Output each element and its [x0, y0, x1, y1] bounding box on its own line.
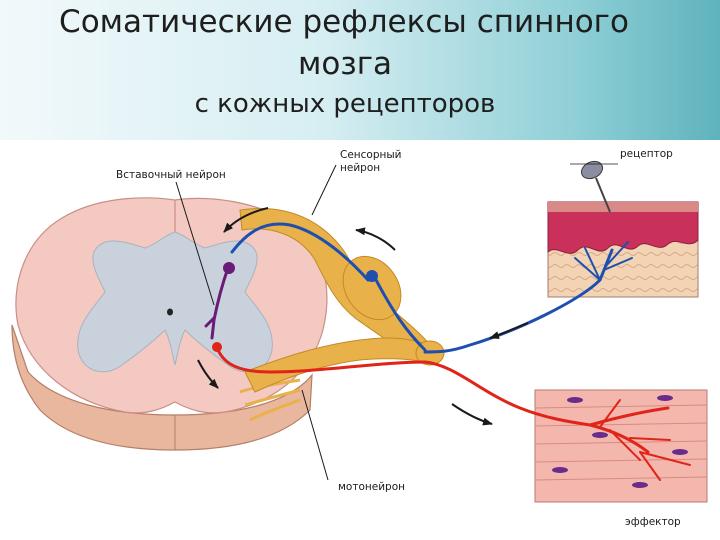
arrow-icon: [223, 207, 269, 233]
skin-epidermis: [547, 201, 699, 254]
spinal-ganglion: [342, 255, 402, 321]
label-receptor: рецептор: [620, 148, 673, 160]
receptor-pin-icon: [580, 160, 604, 180]
slide-subtitle: с кожных рецепторов: [194, 89, 496, 119]
slide-title-line-1: Соматические рефлексы спинного: [59, 4, 629, 40]
leader-line: [311, 164, 337, 216]
leader-line: [175, 181, 215, 306]
label-interneuron: Вставочный нейрон: [116, 169, 226, 181]
reflex-arc-diagram: Вставочный нейрон Сенсорный нейрон рецеп…: [11, 148, 708, 528]
direction-arrows: [197, 207, 529, 426]
central-canal: [167, 308, 173, 316]
interneuron-body: [223, 262, 235, 274]
spinal-cord-segment: [11, 197, 328, 451]
title-banner: Соматические рефлексы спинного мозга с к…: [0, 0, 720, 140]
motor-neuron-body: [212, 342, 222, 352]
arrow-icon: [489, 322, 529, 339]
arrow-icon: [451, 403, 493, 426]
gray-matter: [77, 231, 273, 373]
motor-pathway: [216, 348, 691, 481]
sensory-pathway: [230, 222, 633, 354]
label-sensory-neuron-line2: нейрон: [340, 162, 380, 174]
leader-line: [301, 389, 329, 481]
sensory-neuron-body: [366, 270, 378, 282]
label-motor-neuron: мотонейрон: [338, 481, 405, 493]
arrow-icon: [355, 227, 396, 251]
arrow-icon: [197, 359, 219, 389]
slide-title-line-2: мозга: [297, 46, 393, 82]
label-effector: эффектор: [625, 516, 681, 528]
label-sensory-neuron-line1: Сенсорный: [340, 149, 402, 161]
skin-block: [547, 160, 699, 298]
muscle-block: [534, 389, 708, 503]
